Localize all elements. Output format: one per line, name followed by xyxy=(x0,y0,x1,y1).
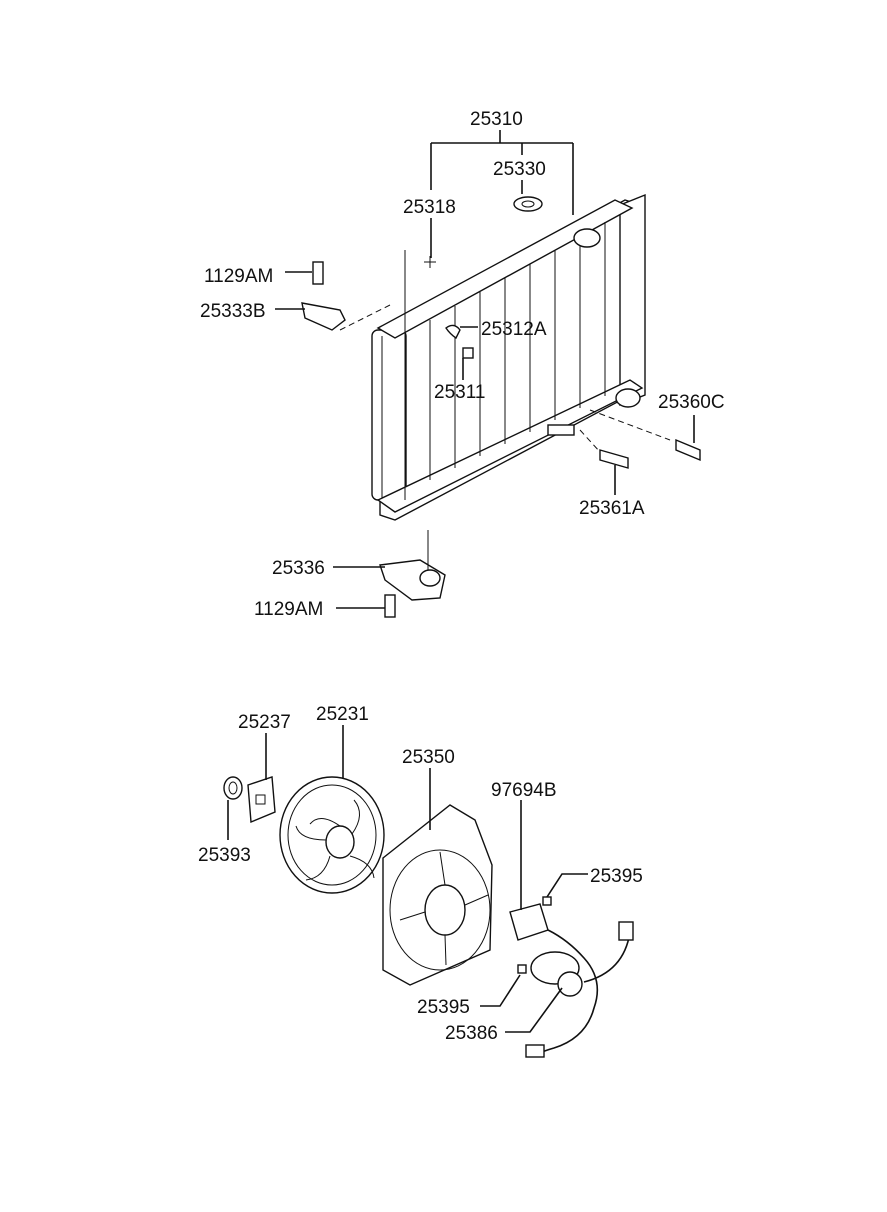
part-label-25231: 25231 xyxy=(316,704,369,725)
part-labels: 25310 25330 25318 1129AM 25333B 25312A 2… xyxy=(198,109,725,1044)
part-label-25310: 25310 xyxy=(470,109,523,130)
leader-lines xyxy=(227,130,695,1033)
lower-mount-drawing xyxy=(379,530,446,618)
part-label-1129am-top: 1129AM xyxy=(204,266,273,287)
part-label-25237: 25237 xyxy=(238,712,291,733)
part-label-25350: 25350 xyxy=(402,747,455,768)
part-label-25393: 25393 xyxy=(198,845,251,866)
part-label-25395-lower: 25395 xyxy=(417,997,470,1018)
part-label-25330: 25330 xyxy=(493,159,546,180)
part-label-25311: 25311 xyxy=(434,382,485,403)
part-label-25361a: 25361A xyxy=(579,498,645,519)
part-label-97694b: 97694B xyxy=(491,780,557,801)
part-label-25318: 25318 xyxy=(403,197,456,218)
part-label-25386: 25386 xyxy=(445,1023,498,1044)
part-label-1129am-bottom: 1129AM xyxy=(254,599,323,620)
part-label-25395-upper: 25395 xyxy=(590,866,643,887)
fan-drawing xyxy=(223,776,634,1058)
part-label-25312a: 25312A xyxy=(481,319,547,340)
part-label-25360c: 25360C xyxy=(658,392,725,413)
part-label-25336: 25336 xyxy=(272,558,325,579)
radiator-drawing xyxy=(301,193,701,521)
part-label-25333b: 25333B xyxy=(200,301,266,322)
